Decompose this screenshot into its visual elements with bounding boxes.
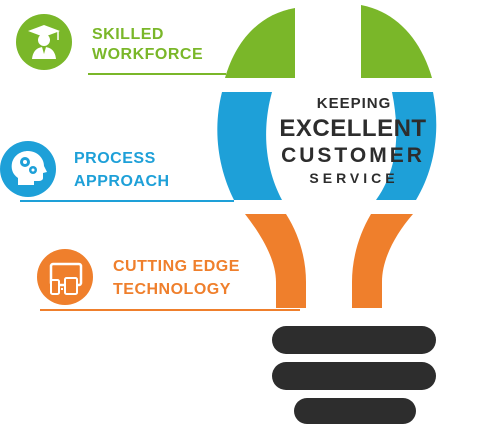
bulb-base-bar-3 <box>294 398 416 424</box>
process-label-line1: PROCESS <box>74 150 156 167</box>
technology-label-line2: TECHNOLOGY <box>113 281 231 298</box>
process-approach-badge <box>0 141 56 197</box>
bulb-text-service: SERVICE <box>309 170 398 186</box>
skilled-label-line1: SKILLED <box>92 26 164 43</box>
bulb-text-excellent: EXCELLENT <box>279 115 426 142</box>
bulb-orange-segment-right <box>352 214 413 308</box>
bulb-green-segment-right <box>361 5 432 78</box>
technology-badge <box>37 249 93 305</box>
skilled-workforce-badge <box>16 14 72 70</box>
technology-label-line1: CUTTING EDGE <box>113 258 240 275</box>
devices-icon <box>49 262 83 295</box>
bulb-text-customer: CUSTOMER <box>281 144 425 167</box>
bulb-green-segment-left <box>225 8 295 78</box>
process-label-line2: APPROACH <box>74 173 170 190</box>
bulb-blue-segment-left <box>217 92 282 200</box>
bulb-orange-segment-left <box>245 214 306 308</box>
skilled-label-line2: WORKFORCE <box>92 46 204 63</box>
bulb-text-keeping: KEEPING <box>317 95 392 112</box>
bulb-blue-segment-right <box>376 92 437 200</box>
bulb-base-bar-1 <box>272 326 436 354</box>
bulb-base-bar-2 <box>272 362 436 390</box>
graduate-icon <box>28 25 60 59</box>
head-gears-icon <box>11 151 48 185</box>
